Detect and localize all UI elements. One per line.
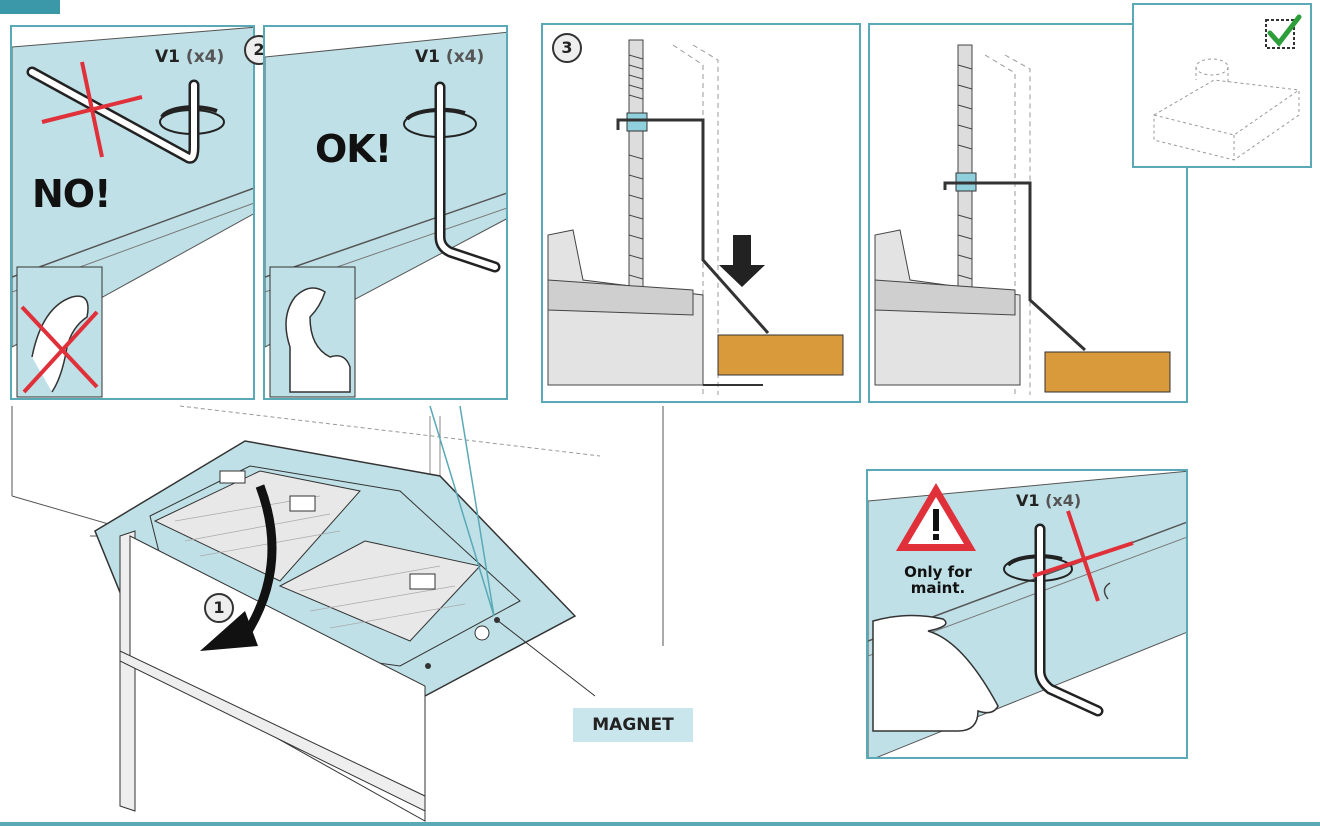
main-hood-illustration (11, 405, 664, 822)
maintenance-illustration (868, 471, 1186, 757)
checkmark-icon (1267, 14, 1302, 47)
no-label: NO! (32, 172, 111, 216)
panel-maintenance-warning: V1 (x4) Only for maint. (866, 469, 1188, 759)
step-3-badge: 3 (552, 33, 582, 63)
magnet-label: MAGNET (573, 708, 693, 742)
maintenance-note: Only for maint. (904, 563, 972, 597)
step3-after-illustration (874, 44, 1171, 395)
finished-hood-illustration (1153, 14, 1302, 161)
panel-finished-thumbnail (1132, 3, 1312, 168)
hand-illustration (872, 614, 999, 732)
panel-wrong-rotation: V1 (x4) NO! (10, 25, 255, 400)
panel-step3-before (541, 23, 861, 403)
panel-correct-rotation: V1 (x4) OK! (263, 25, 508, 400)
step3-before-illustration (547, 39, 844, 395)
bottom-rule (0, 822, 1320, 826)
rotate-arrow-icon (200, 611, 258, 651)
corner-tab (0, 0, 60, 14)
checkbox-icon (1265, 19, 1295, 49)
v1-label: V1 (x4) (415, 47, 485, 67)
ok-label: OK! (315, 127, 392, 171)
v1-label: V1 (x4) (1016, 491, 1082, 510)
v1-label: V1 (x4) (155, 47, 225, 67)
step-1-badge: 1 (204, 593, 234, 623)
panel-correct-illustration (265, 31, 506, 398)
panel-wrong-illustration (12, 27, 253, 398)
